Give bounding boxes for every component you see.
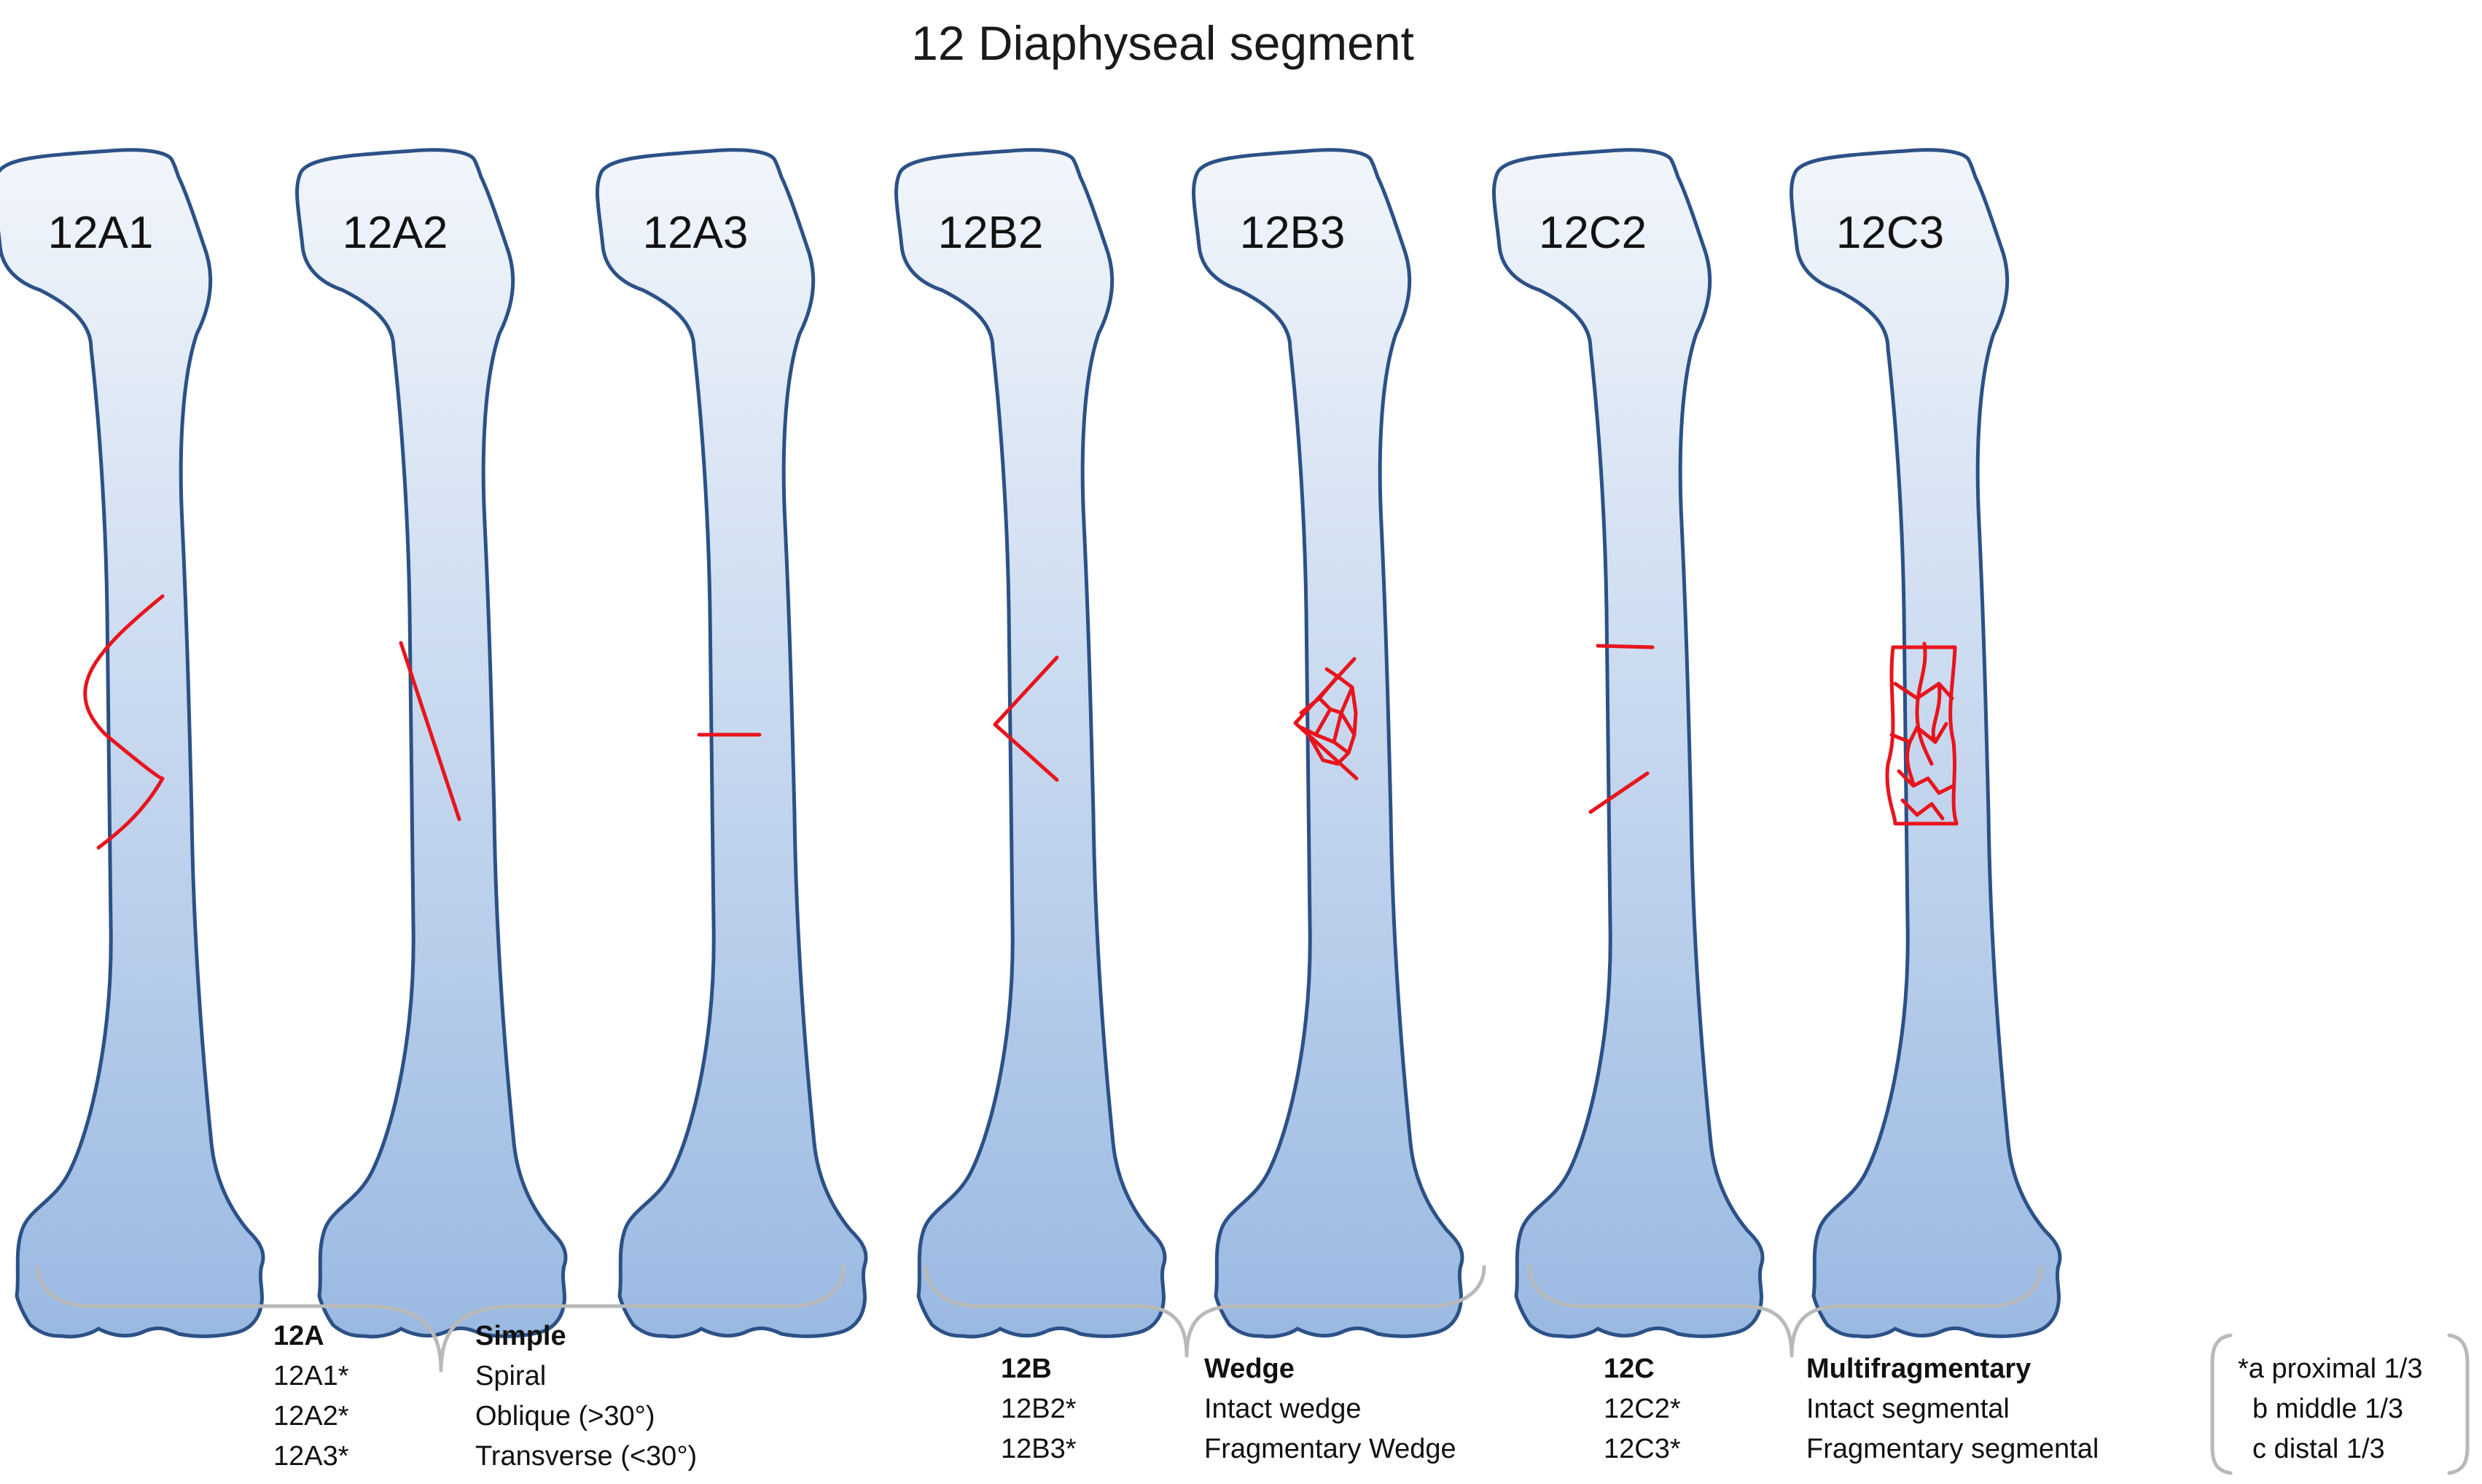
group-name: Simple — [475, 1321, 566, 1351]
fracture-segmental-upper — [1596, 644, 1655, 649]
group-row-code: 12A3* — [273, 1441, 349, 1472]
group-row-code: 12A1* — [273, 1361, 349, 1391]
group-row-desc: Spiral — [475, 1361, 546, 1391]
bone-12C2: 12C2 — [1494, 150, 1763, 1337]
note-line: c distal 1/3 — [2252, 1434, 2385, 1464]
bone-label: 12A1 — [48, 208, 154, 258]
group-row-code: 12C2* — [1604, 1394, 1681, 1424]
bone-12A1: 12A1 — [0, 150, 263, 1337]
group-row-code: 12C3* — [1604, 1434, 1681, 1464]
note-left-paren — [2210, 1333, 2233, 1475]
group-code: 12A — [273, 1321, 324, 1351]
note-right-paren — [2447, 1333, 2470, 1475]
group-row-desc: Intact wedge — [1204, 1394, 1361, 1424]
legend-group-12A: 12A 12A1* 12A2* 12A3* Simple Spiral Obli… — [273, 1321, 697, 1472]
group-code: 12B — [1001, 1354, 1052, 1384]
bone-label: 12A2 — [343, 208, 448, 258]
brace-12A — [36, 1265, 846, 1372]
group-row-desc: Oblique (>30°) — [475, 1401, 655, 1432]
bone-label: 12B3 — [1240, 208, 1346, 258]
bone-12B3: 12B3 — [1193, 150, 1462, 1337]
group-code: 12C — [1604, 1354, 1655, 1384]
group-row-desc: Transverse (<30°) — [475, 1441, 697, 1472]
group-row-desc: Intact segmental — [1806, 1394, 2010, 1424]
group-row-code: 12A2* — [273, 1401, 349, 1432]
group-row-code: 12B2* — [1001, 1394, 1077, 1424]
group-name: Multifragmentary — [1806, 1354, 2031, 1384]
bone-label: 12B2 — [938, 208, 1044, 258]
group-name: Wedge — [1204, 1354, 1295, 1384]
brace-12C — [1527, 1265, 2043, 1358]
note-line: b middle 1/3 — [2252, 1394, 2403, 1424]
location-note: *a proximal 1/3 b middle 1/3 c distal 1/… — [2210, 1333, 2470, 1475]
bone-label: 12C3 — [1836, 208, 1944, 258]
bone-12B2: 12B2 — [896, 150, 1165, 1337]
fracture-intact-wedge — [993, 655, 1059, 782]
fracture-spiral — [83, 594, 165, 850]
note-line: *a proximal 1/3 — [2238, 1354, 2422, 1384]
group-row-desc: Fragmentary Wedge — [1204, 1434, 1456, 1464]
fracture-oblique — [399, 641, 461, 821]
diagram-title: 12 Diaphyseal segment — [911, 16, 1414, 70]
bone-12A3: 12A3 — [597, 150, 866, 1337]
bone-12C3: 12C3 — [1791, 150, 2060, 1337]
brace-12B — [924, 1265, 1486, 1358]
legend-group-12B: 12B 12B2* 12B3* Wedge Intact wedge Fragm… — [1001, 1354, 1456, 1464]
fracture-fragmentary-segmental — [1885, 641, 1959, 826]
bone-12A2: 12A2 — [297, 150, 566, 1337]
fracture-segmental-lower — [1588, 771, 1650, 814]
bone-label: 12C2 — [1539, 208, 1647, 258]
group-row-desc: Fragmentary segmental — [1806, 1434, 2099, 1464]
group-row-code: 12B3* — [1001, 1434, 1077, 1464]
legend-group-12C: 12C 12C2* 12C3* Multifragmentary Intact … — [1604, 1354, 2099, 1464]
fracture-fragmentary-wedge — [1293, 657, 1359, 781]
bone-label: 12A3 — [643, 208, 749, 258]
